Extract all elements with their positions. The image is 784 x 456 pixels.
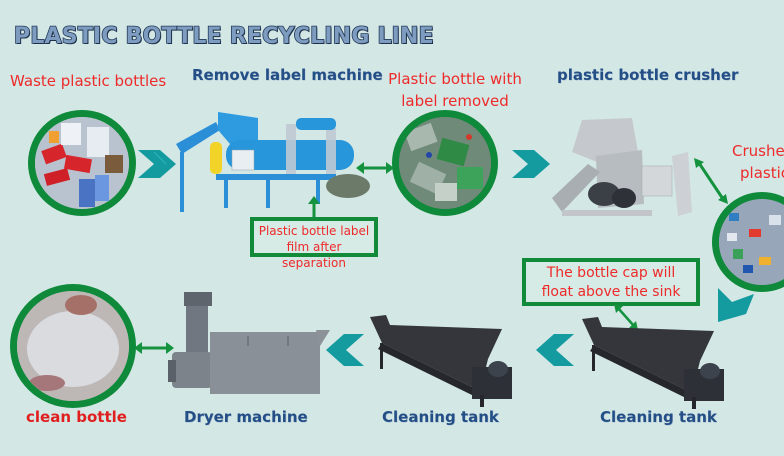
cleaning-tank-right-image xyxy=(582,317,724,409)
flow-arrow-down-left-icon xyxy=(718,288,754,322)
diagram-title: PLASTIC BOTTLE RECYCLING LINE xyxy=(13,23,434,50)
step-label-waste-bottles: Waste plastic bottles xyxy=(10,72,167,90)
bottles-illustration xyxy=(35,117,129,209)
step-label-dryer-machine: Dryer machine xyxy=(184,408,308,426)
crusher-machine-image xyxy=(552,118,692,216)
step-label-remove-label-machine: Remove label machine xyxy=(192,66,383,84)
crushed-plastic-image xyxy=(712,192,784,292)
clear-bottles-illustration xyxy=(399,117,491,209)
remove-label-machine-image xyxy=(176,112,370,212)
label-line: Crushed xyxy=(732,142,784,160)
clean-bottle-flakes-image xyxy=(10,284,136,408)
cleaning-tank-left-image xyxy=(370,315,512,407)
waste-bottles-image xyxy=(28,110,136,216)
connector-double-arrow-icon xyxy=(356,162,394,174)
callout-line: float above the sink xyxy=(541,284,681,300)
connector-arrow-up-icon xyxy=(308,196,320,218)
step-label-clean-bottle: clean bottle xyxy=(26,408,127,426)
callout-bottle-cap: The bottle cap will float above the sink xyxy=(522,258,700,306)
clean-flakes-illustration xyxy=(17,291,129,401)
label-line: Plastic bottle with xyxy=(388,70,522,88)
label-line: label removed xyxy=(401,92,509,110)
callout-line: film after separation xyxy=(282,240,346,270)
step-label-cleaning-tank-left: Cleaning tank xyxy=(382,408,499,426)
flakes-illustration xyxy=(719,199,784,285)
label-removed-bottles-image xyxy=(392,110,498,216)
step-label-cleaning-tank-right: Cleaning tank xyxy=(600,408,717,426)
flow-arrow-right-icon xyxy=(138,150,176,178)
step-label-label-removed: Plastic bottle with label removed xyxy=(388,68,522,112)
connector-double-arrow-icon xyxy=(694,158,728,204)
connector-double-arrow-icon xyxy=(134,342,174,354)
callout-label-film: Plastic bottle label film after separati… xyxy=(250,217,378,270)
flow-arrow-right-icon xyxy=(512,150,550,178)
dryer-machine-image xyxy=(168,292,330,394)
callout-line: Plastic bottle label xyxy=(258,224,370,238)
connector-double-arrow-icon xyxy=(614,304,638,330)
flow-arrow-left-icon xyxy=(536,334,574,366)
flow-arrow-left-icon xyxy=(326,334,364,366)
label-line: plastic xyxy=(740,164,784,182)
step-label-crushed-plastic: Crushed plastic xyxy=(732,140,784,184)
step-label-crusher: plastic bottle crusher xyxy=(557,66,739,84)
callout-line: The bottle cap will xyxy=(546,265,676,281)
